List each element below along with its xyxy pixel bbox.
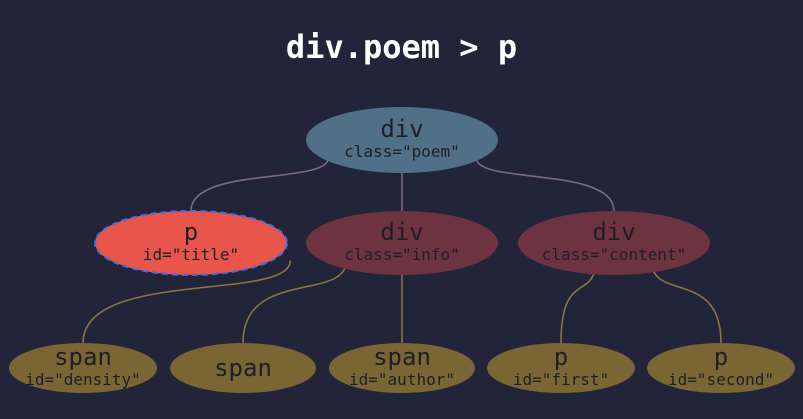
node-ellipse-info <box>306 211 498 275</box>
node-tag-info: div <box>380 218 423 246</box>
edge-info-span2 <box>242 260 348 344</box>
node-tag-density: span <box>54 343 112 371</box>
node-attr-first: id="first" <box>513 370 609 389</box>
edge-root-content <box>475 157 615 212</box>
node-ellipse-content <box>518 211 710 275</box>
edge-layer <box>82 157 722 344</box>
node-ellipse-span2 <box>170 343 316 393</box>
node-attr-root: class="poem" <box>344 142 460 161</box>
tree-node-second: pid="second" <box>647 343 795 393</box>
node-tag-first: p <box>554 343 568 371</box>
node-attr-content: class="content" <box>542 245 687 264</box>
edge-root-title <box>190 157 329 212</box>
node-ellipse-second <box>647 343 795 393</box>
tree-node-title: pid="title" <box>94 210 288 276</box>
node-ellipse-title <box>94 210 288 276</box>
node-attr-info: class="info" <box>344 245 460 264</box>
node-attr-title: id="title" <box>143 245 239 264</box>
selector-title: div.poem > p <box>285 28 518 66</box>
node-layer: divclass="poem"pid="title"divclass="info… <box>9 107 795 393</box>
node-tag-author: span <box>373 343 431 371</box>
tree-node-first: pid="first" <box>487 343 635 393</box>
edge-content-second <box>650 260 722 344</box>
node-tag-root: div <box>380 115 423 143</box>
node-attr-density: id="density" <box>25 370 141 389</box>
node-tag-span2: span <box>214 354 272 382</box>
node-attr-author: id="author" <box>349 370 455 389</box>
tree-node-span2: span <box>170 343 316 393</box>
node-ellipse-author <box>329 343 475 393</box>
edge-info-density <box>82 260 292 344</box>
node-ellipse-root <box>306 107 498 173</box>
node-tag-content: div <box>592 218 635 246</box>
node-attr-second: id="second" <box>668 370 774 389</box>
node-ellipse-first <box>487 343 635 393</box>
node-tag-second: p <box>714 343 728 371</box>
node-ellipse-density <box>9 343 157 393</box>
node-tag-title: p <box>184 218 198 246</box>
